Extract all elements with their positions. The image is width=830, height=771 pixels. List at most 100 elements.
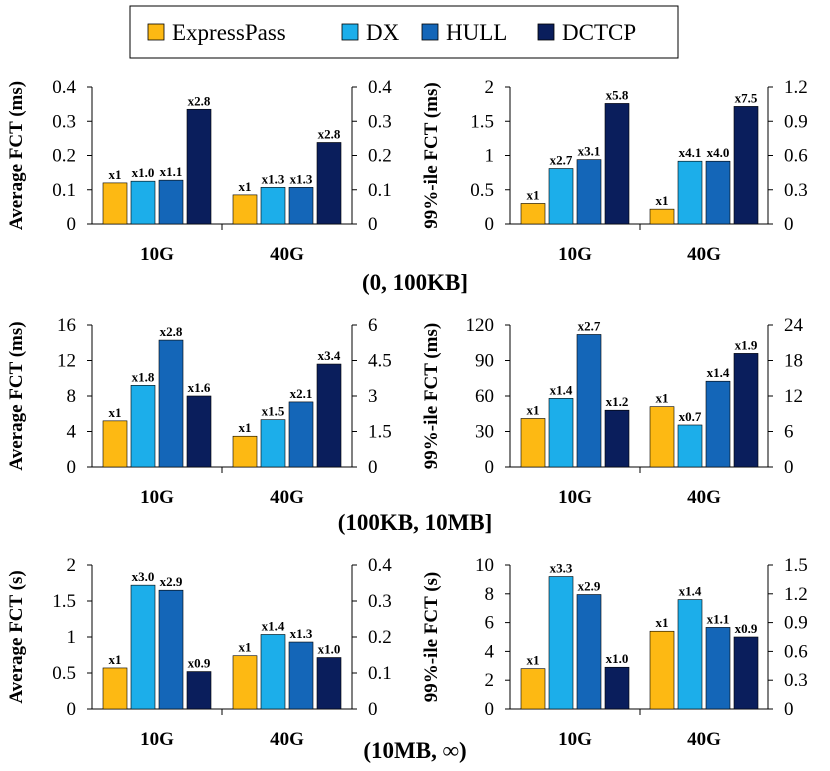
legend: ExpressPass DX HULL DCTCP [129,5,679,59]
right-tick-label: 0.3 [368,591,392,612]
left-tick-label: 0 [67,457,77,478]
left-tick-label: 2 [67,555,77,576]
bar-expresspass [232,655,258,710]
bar-dctcp [604,103,630,225]
bar-dctcp [186,108,212,225]
data-label: x3.4 [318,348,341,363]
data-label: x2.7 [578,318,601,333]
data-label: x2.8 [318,126,341,141]
legend-label-dctcp: DCTCP [562,20,636,45]
data-label: x1 [109,167,122,182]
legend-swatch-expresspass [147,23,165,41]
left-tick-label: 4 [67,422,77,443]
left-tick-label: 8 [67,386,77,407]
y-axis-label: 99%-ile FCT (ms) [421,323,442,469]
bar-hull [576,334,602,468]
data-label: x1 [656,391,669,406]
data-label: x4.1 [679,145,702,160]
data-label: x2.1 [290,386,313,401]
right-tick-label: 0.3 [784,180,808,201]
bar-dx [548,168,574,225]
category-label: 40G [687,244,721,265]
data-label: x1.9 [735,337,758,352]
bar-hull [288,401,314,468]
category-label: 10G [140,487,174,508]
data-label: x1.0 [132,165,155,180]
left-tick-label: 30 [475,422,494,443]
bar-hull [158,339,184,468]
bar-hull [705,160,731,225]
data-label: x1.3 [290,626,313,641]
right-tick-label: 0.3 [784,670,808,691]
bar-dx [677,599,703,710]
left-tick-label: 0.2 [52,146,76,167]
bar-dx [677,424,703,468]
right-tick-label: 0.4 [368,555,392,576]
bar-dctcp [186,671,212,710]
legend-swatch-dx [341,23,359,41]
bar-expresspass [232,194,258,225]
bar-dctcp [733,106,759,225]
data-label: x2.8 [188,93,211,108]
left-tick-label: 0.4 [52,77,76,98]
right-tick-label: 0.6 [784,146,808,167]
legend-label-hull: HULL [446,20,507,45]
right-tick-label: 24 [784,315,804,336]
data-label: x0.9 [188,656,211,671]
category-label: 10G [140,729,174,750]
right-tick-label: 1.5 [784,555,808,576]
right-tick-label: 18 [784,351,803,372]
bar-expresspass [102,182,128,225]
data-label: x1.4 [707,365,730,380]
bar-dctcp [316,657,342,710]
right-tick-label: 0.3 [368,111,392,132]
data-label: x1 [656,193,669,208]
bar-dctcp [604,666,630,710]
category-label: 10G [558,487,592,508]
left-tick-label: 6 [485,613,495,634]
left-tick-label: 0.5 [470,180,494,201]
data-label: x1 [239,420,252,435]
data-label: x1.1 [707,611,730,626]
left-tick-label: 1 [67,627,77,648]
right-tick-label: 1.2 [784,77,808,98]
right-tick-label: 6 [784,422,794,443]
bar-dx [260,187,286,225]
data-label: x1.3 [290,171,313,186]
category-label: 10G [558,729,592,750]
data-label: x1.3 [262,171,285,186]
bar-dx [130,180,156,225]
bar-hull [576,159,602,225]
bar-dx [548,398,574,468]
bar-expresspass [232,435,258,468]
y-axis-label: Average FCT (s) [6,570,27,703]
right-tick-label: 0.2 [368,627,392,648]
left-tick-label: 8 [485,584,495,605]
right-tick-label: 0.2 [368,146,392,167]
right-tick-label: 0 [784,699,794,720]
left-tick-label: 12 [57,351,76,372]
right-tick-label: 6 [368,315,378,336]
bar-expresspass [520,418,546,468]
data-label: x1 [527,187,540,202]
right-tick-label: 0.1 [368,180,392,201]
category-label: 10G [140,244,174,265]
data-label: x1.6 [188,380,211,395]
right-tick-label: 1.5 [368,422,392,443]
bar-dx [260,634,286,710]
left-tick-label: 2 [485,77,495,98]
section-title-large-flows: (10MB, ∞) [363,738,466,763]
left-tick-label: 0.3 [52,111,76,132]
legend-label-expresspass: ExpressPass [172,20,286,45]
bar-hull [158,589,184,710]
data-label: x5.8 [606,87,629,102]
category-label: 40G [687,487,721,508]
data-label: x7.5 [735,90,758,105]
data-label: x1.2 [606,394,629,409]
data-label: x3.3 [550,561,573,576]
right-tick-label: 0.9 [784,111,808,132]
